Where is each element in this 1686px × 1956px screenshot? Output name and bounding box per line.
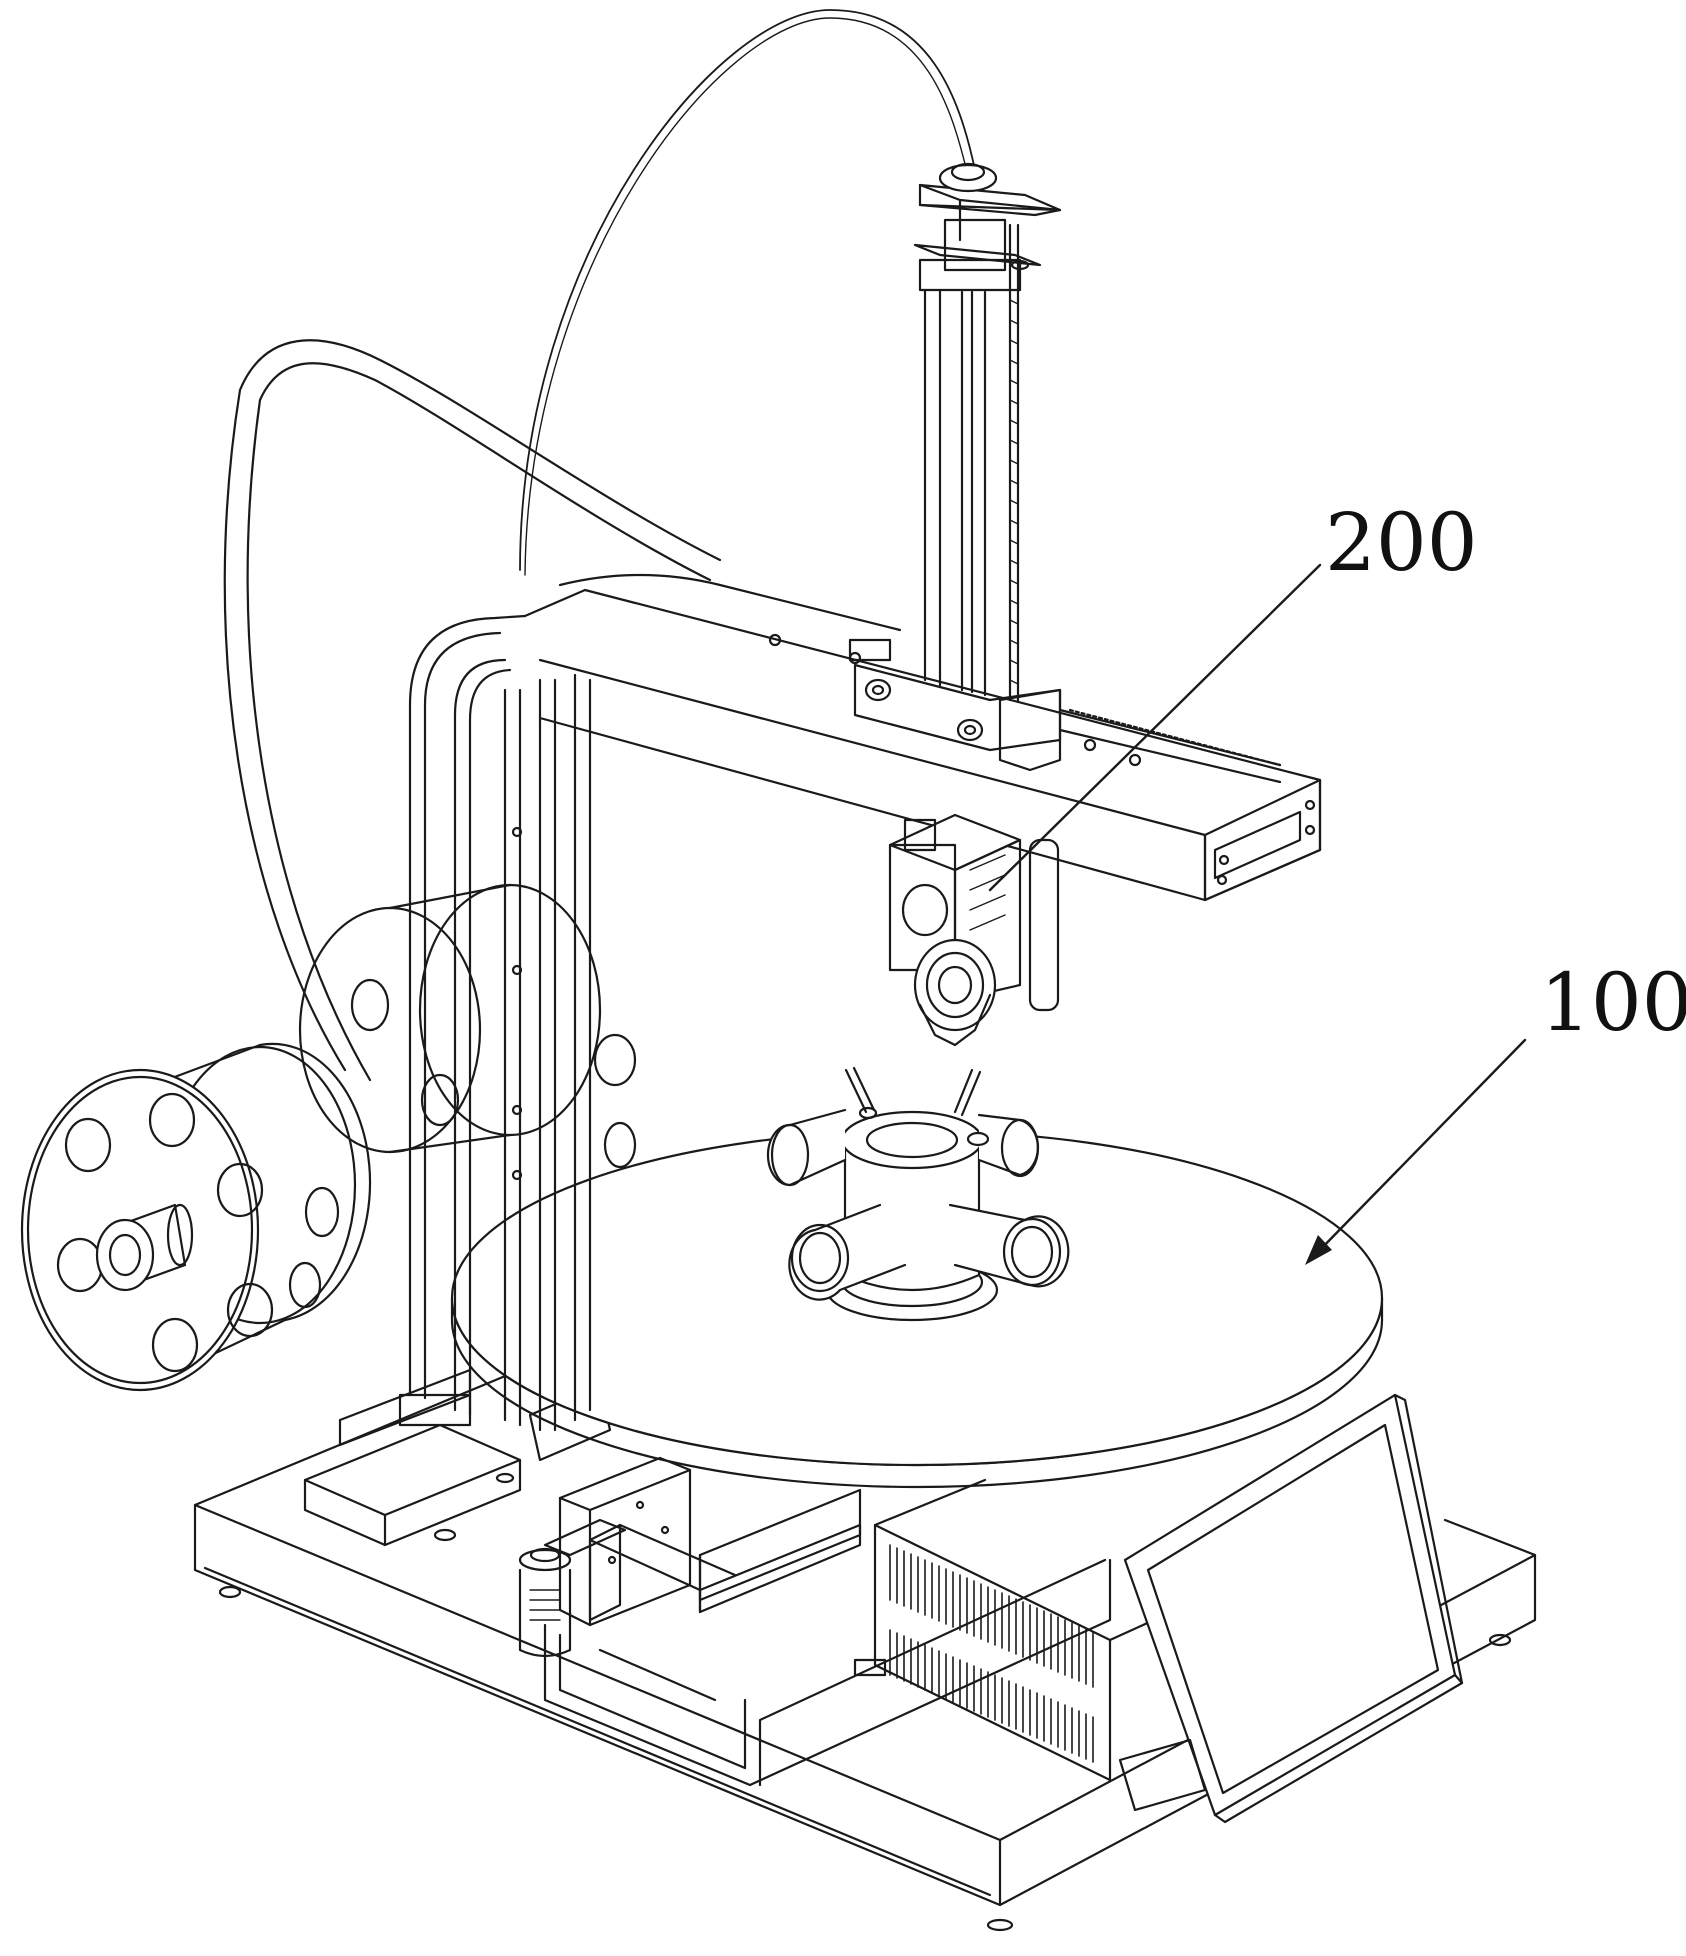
leader-200: [990, 565, 1320, 890]
leader-100: [1305, 1040, 1525, 1265]
z-carriage: [850, 640, 1280, 782]
z-axis-column: [915, 164, 1060, 702]
belt-tensioner: [520, 1520, 625, 1656]
y-axis-rail: [590, 1490, 860, 1620]
rear-spool: [300, 885, 635, 1167]
label-200: 200: [1325, 496, 1478, 589]
front-spool: [22, 1044, 370, 1390]
electronics-box: [855, 1480, 1165, 1780]
label-100: 100: [1540, 956, 1686, 1049]
filament-tube: [225, 10, 975, 1080]
y-motor-block: [560, 1458, 690, 1625]
vent-grille: [890, 1545, 1093, 1762]
